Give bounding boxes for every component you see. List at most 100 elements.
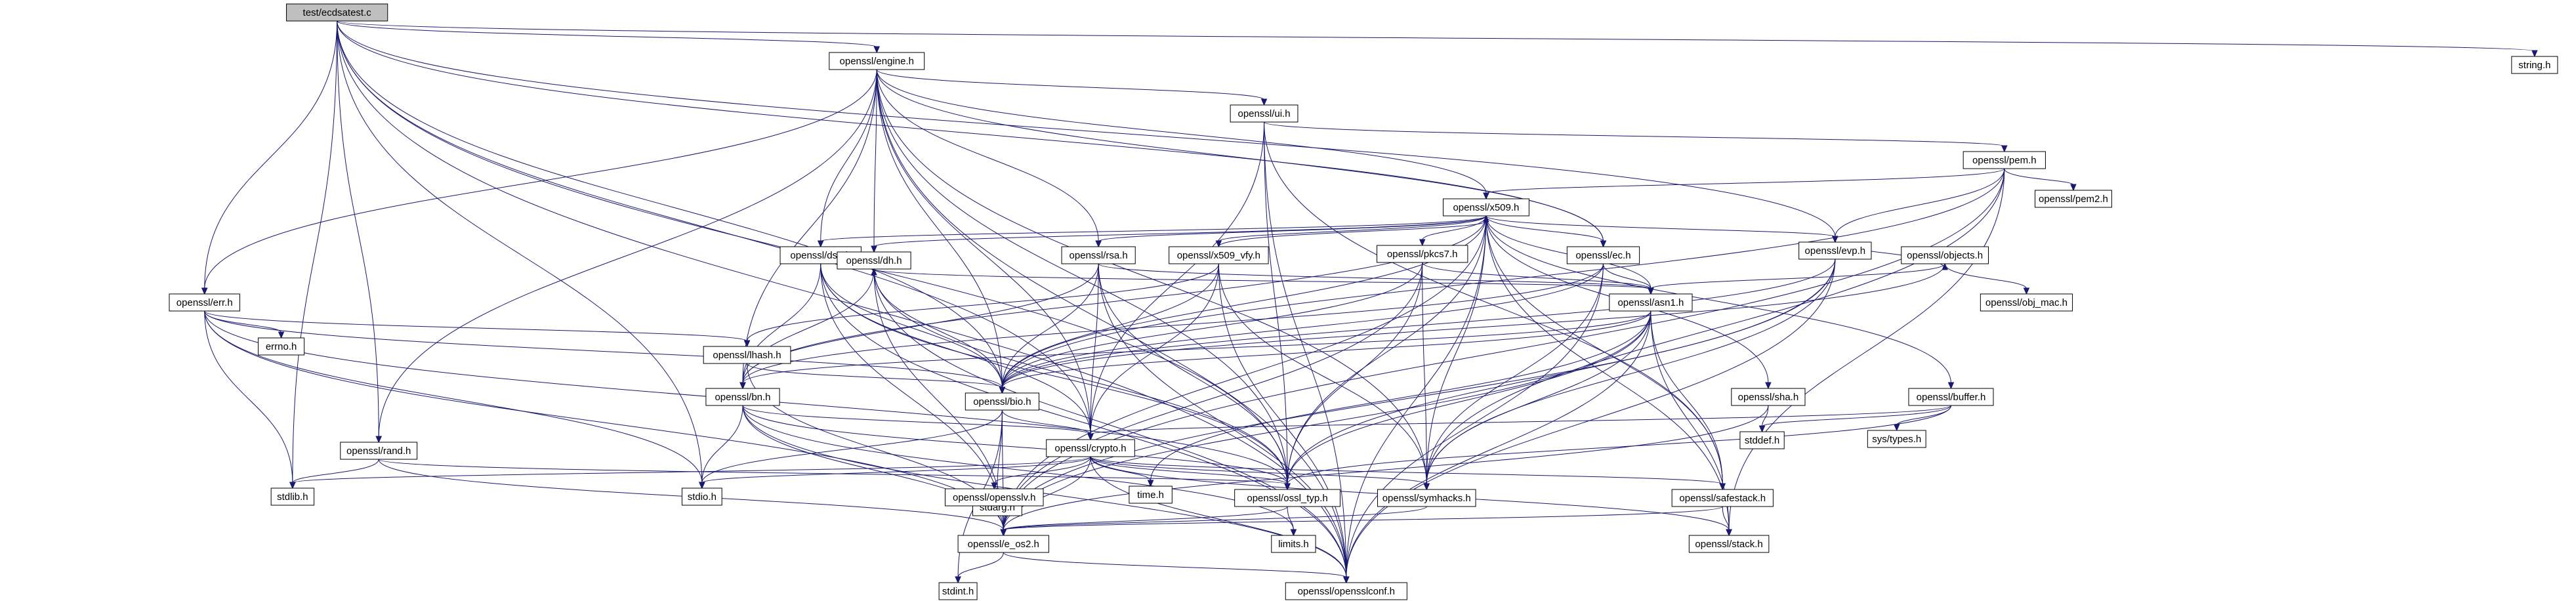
node-box xyxy=(1963,151,2046,169)
edge-x509vfy-to-symhacks xyxy=(1218,263,1430,491)
edges-layer xyxy=(201,20,2538,584)
edge-pem-to-stack xyxy=(1726,168,2005,537)
edge-ossltyp-to-limits xyxy=(1287,506,1297,537)
edge-err-to-lhash xyxy=(204,310,751,348)
node-box xyxy=(1566,246,1640,264)
node-label: openssl/dsa.h xyxy=(790,250,851,261)
edge-eos2-to-opensslconf xyxy=(1003,552,1350,584)
edge-ecdsatest-to-stdlib xyxy=(289,20,338,489)
edge-x509-to-dsa xyxy=(817,215,1487,248)
node-x509[interactable]: openssl/x509.h xyxy=(1442,198,1529,217)
node-bio[interactable]: openssl/bio.h xyxy=(965,392,1039,411)
node-box xyxy=(1129,486,1173,504)
node-label: openssl/buffer.h xyxy=(1917,392,1986,403)
edge-safestack-to-stack xyxy=(1722,506,1732,537)
node-label: limits.h xyxy=(1278,539,1309,550)
node-evp[interactable]: openssl/evp.h xyxy=(1798,241,1872,260)
node-symhacks[interactable]: openssl/symhacks.h xyxy=(1377,489,1476,507)
node-sha[interactable]: openssl/sha.h xyxy=(1731,388,1806,406)
node-ossltyp[interactable]: openssl/ossl_typ.h xyxy=(1234,489,1340,507)
edge-pem-to-pem2 xyxy=(2004,168,2077,192)
node-ec[interactable]: openssl/ec.h xyxy=(1566,246,1640,264)
node-pkcs7[interactable]: openssl/pkcs7.h xyxy=(1377,245,1468,263)
node-safestack[interactable]: openssl/safestack.h xyxy=(1671,489,1774,507)
edge-bio-to-crypto xyxy=(1001,409,1094,441)
node-pem2[interactable]: openssl/pem2.h xyxy=(2035,190,2112,208)
node-string: string.h xyxy=(2511,56,2558,74)
node-x509vfy[interactable]: openssl/x509_vfy.h xyxy=(1169,246,1269,264)
edge-dsa-to-bn xyxy=(739,263,821,390)
node-box xyxy=(829,52,925,70)
node-engine[interactable]: openssl/engine.h xyxy=(829,52,925,70)
node-asn1[interactable]: openssl/asn1.h xyxy=(1609,293,1693,312)
node-box xyxy=(1442,198,1529,217)
edge-bio-to-stdio xyxy=(699,409,1003,489)
node-eos2[interactable]: openssl/e_os2.h xyxy=(957,535,1049,553)
edge-ecdsatest-to-ec xyxy=(337,20,1607,248)
node-box xyxy=(1377,489,1476,507)
node-buffer[interactable]: openssl/buffer.h xyxy=(1908,388,1994,406)
node-box xyxy=(944,488,1044,507)
edge-crypto-to-opensslv xyxy=(991,456,1091,490)
edge-crypto-to-symhacks xyxy=(1090,456,1430,491)
node-opensslv[interactable]: openssl/opensslv.h xyxy=(944,488,1044,507)
node-box xyxy=(1377,245,1468,263)
edge-ossltyp-to-eos2 xyxy=(1000,506,1288,537)
node-errno: errno.h xyxy=(258,337,305,356)
edge-x509-to-dh xyxy=(871,215,1487,253)
node-label: stdio.h xyxy=(688,491,717,503)
node-stack[interactable]: openssl/stack.h xyxy=(1688,535,1770,553)
edge-objects-to-asn1 xyxy=(1648,263,1945,295)
edge-lhash-to-bio xyxy=(747,363,1006,394)
node-label: openssl/symhacks.h xyxy=(1382,493,1471,504)
node-box xyxy=(938,582,978,600)
node-stdlib: stdlib.h xyxy=(270,487,315,506)
edge-buffer-to-crypto xyxy=(1087,405,1951,441)
edge-bn-to-crypto xyxy=(742,405,1094,441)
node-rand[interactable]: openssl/rand.h xyxy=(340,442,418,460)
node-pem[interactable]: openssl/pem.h xyxy=(1963,151,2046,169)
node-opensslconf[interactable]: openssl/opensslconf.h xyxy=(1285,582,1407,600)
edge-engine-to-ui xyxy=(876,69,1268,106)
node-label: openssl/stack.h xyxy=(1695,539,1762,550)
node-ui[interactable]: openssl/ui.h xyxy=(1230,104,1298,123)
node-err[interactable]: openssl/err.h xyxy=(169,293,240,312)
edge-eos2-to-stdint xyxy=(955,552,1004,584)
edge-dh-to-bn xyxy=(739,268,875,390)
edge-engine-to-dsa xyxy=(817,69,877,248)
node-box xyxy=(1671,489,1774,507)
node-label: openssl/ui.h xyxy=(1238,108,1291,119)
node-dh[interactable]: openssl/dh.h xyxy=(837,251,911,270)
node-label: openssl/bio.h xyxy=(973,396,1031,407)
node-label: openssl/evp.h xyxy=(1805,245,1866,257)
node-bn[interactable]: openssl/bn.h xyxy=(705,388,780,406)
node-box xyxy=(1046,439,1135,457)
node-objmac[interactable]: openssl/obj_mac.h xyxy=(1980,293,2073,312)
node-label: openssl/ossl_typ.h xyxy=(1247,493,1327,504)
node-box xyxy=(2511,56,2558,74)
node-label: openssl/opensslconf.h xyxy=(1298,586,1395,597)
node-box xyxy=(1609,293,1693,312)
node-label: sys/types.h xyxy=(1872,434,1921,445)
edge-x509-to-evp xyxy=(1485,215,1839,243)
node-box xyxy=(1867,430,1926,448)
node-label: openssl/ec.h xyxy=(1575,250,1631,261)
edge-x509-to-rsa xyxy=(1095,215,1487,248)
node-crypto[interactable]: openssl/crypto.h xyxy=(1046,439,1135,457)
node-objects[interactable]: openssl/objects.h xyxy=(1901,246,1989,264)
edge-objects-to-objmac xyxy=(1944,263,2030,295)
edge-asn1-to-safestack xyxy=(1650,310,1726,491)
node-label: openssl/engine.h xyxy=(840,56,914,67)
edge-rsa-to-opensslconf xyxy=(1098,263,1350,584)
node-label: openssl/pem2.h xyxy=(2039,194,2108,205)
edge-err-to-eos2 xyxy=(204,310,1007,537)
node-box xyxy=(1980,293,2073,312)
node-lhash[interactable]: openssl/lhash.h xyxy=(703,346,791,364)
node-label: openssl/rand.h xyxy=(346,446,411,457)
node-systypes: sys/types.h xyxy=(1867,430,1926,448)
node-rsa[interactable]: openssl/rsa.h xyxy=(1061,246,1136,264)
edge-crypto-to-opensslconf xyxy=(1090,456,1350,584)
node-box xyxy=(837,251,911,270)
